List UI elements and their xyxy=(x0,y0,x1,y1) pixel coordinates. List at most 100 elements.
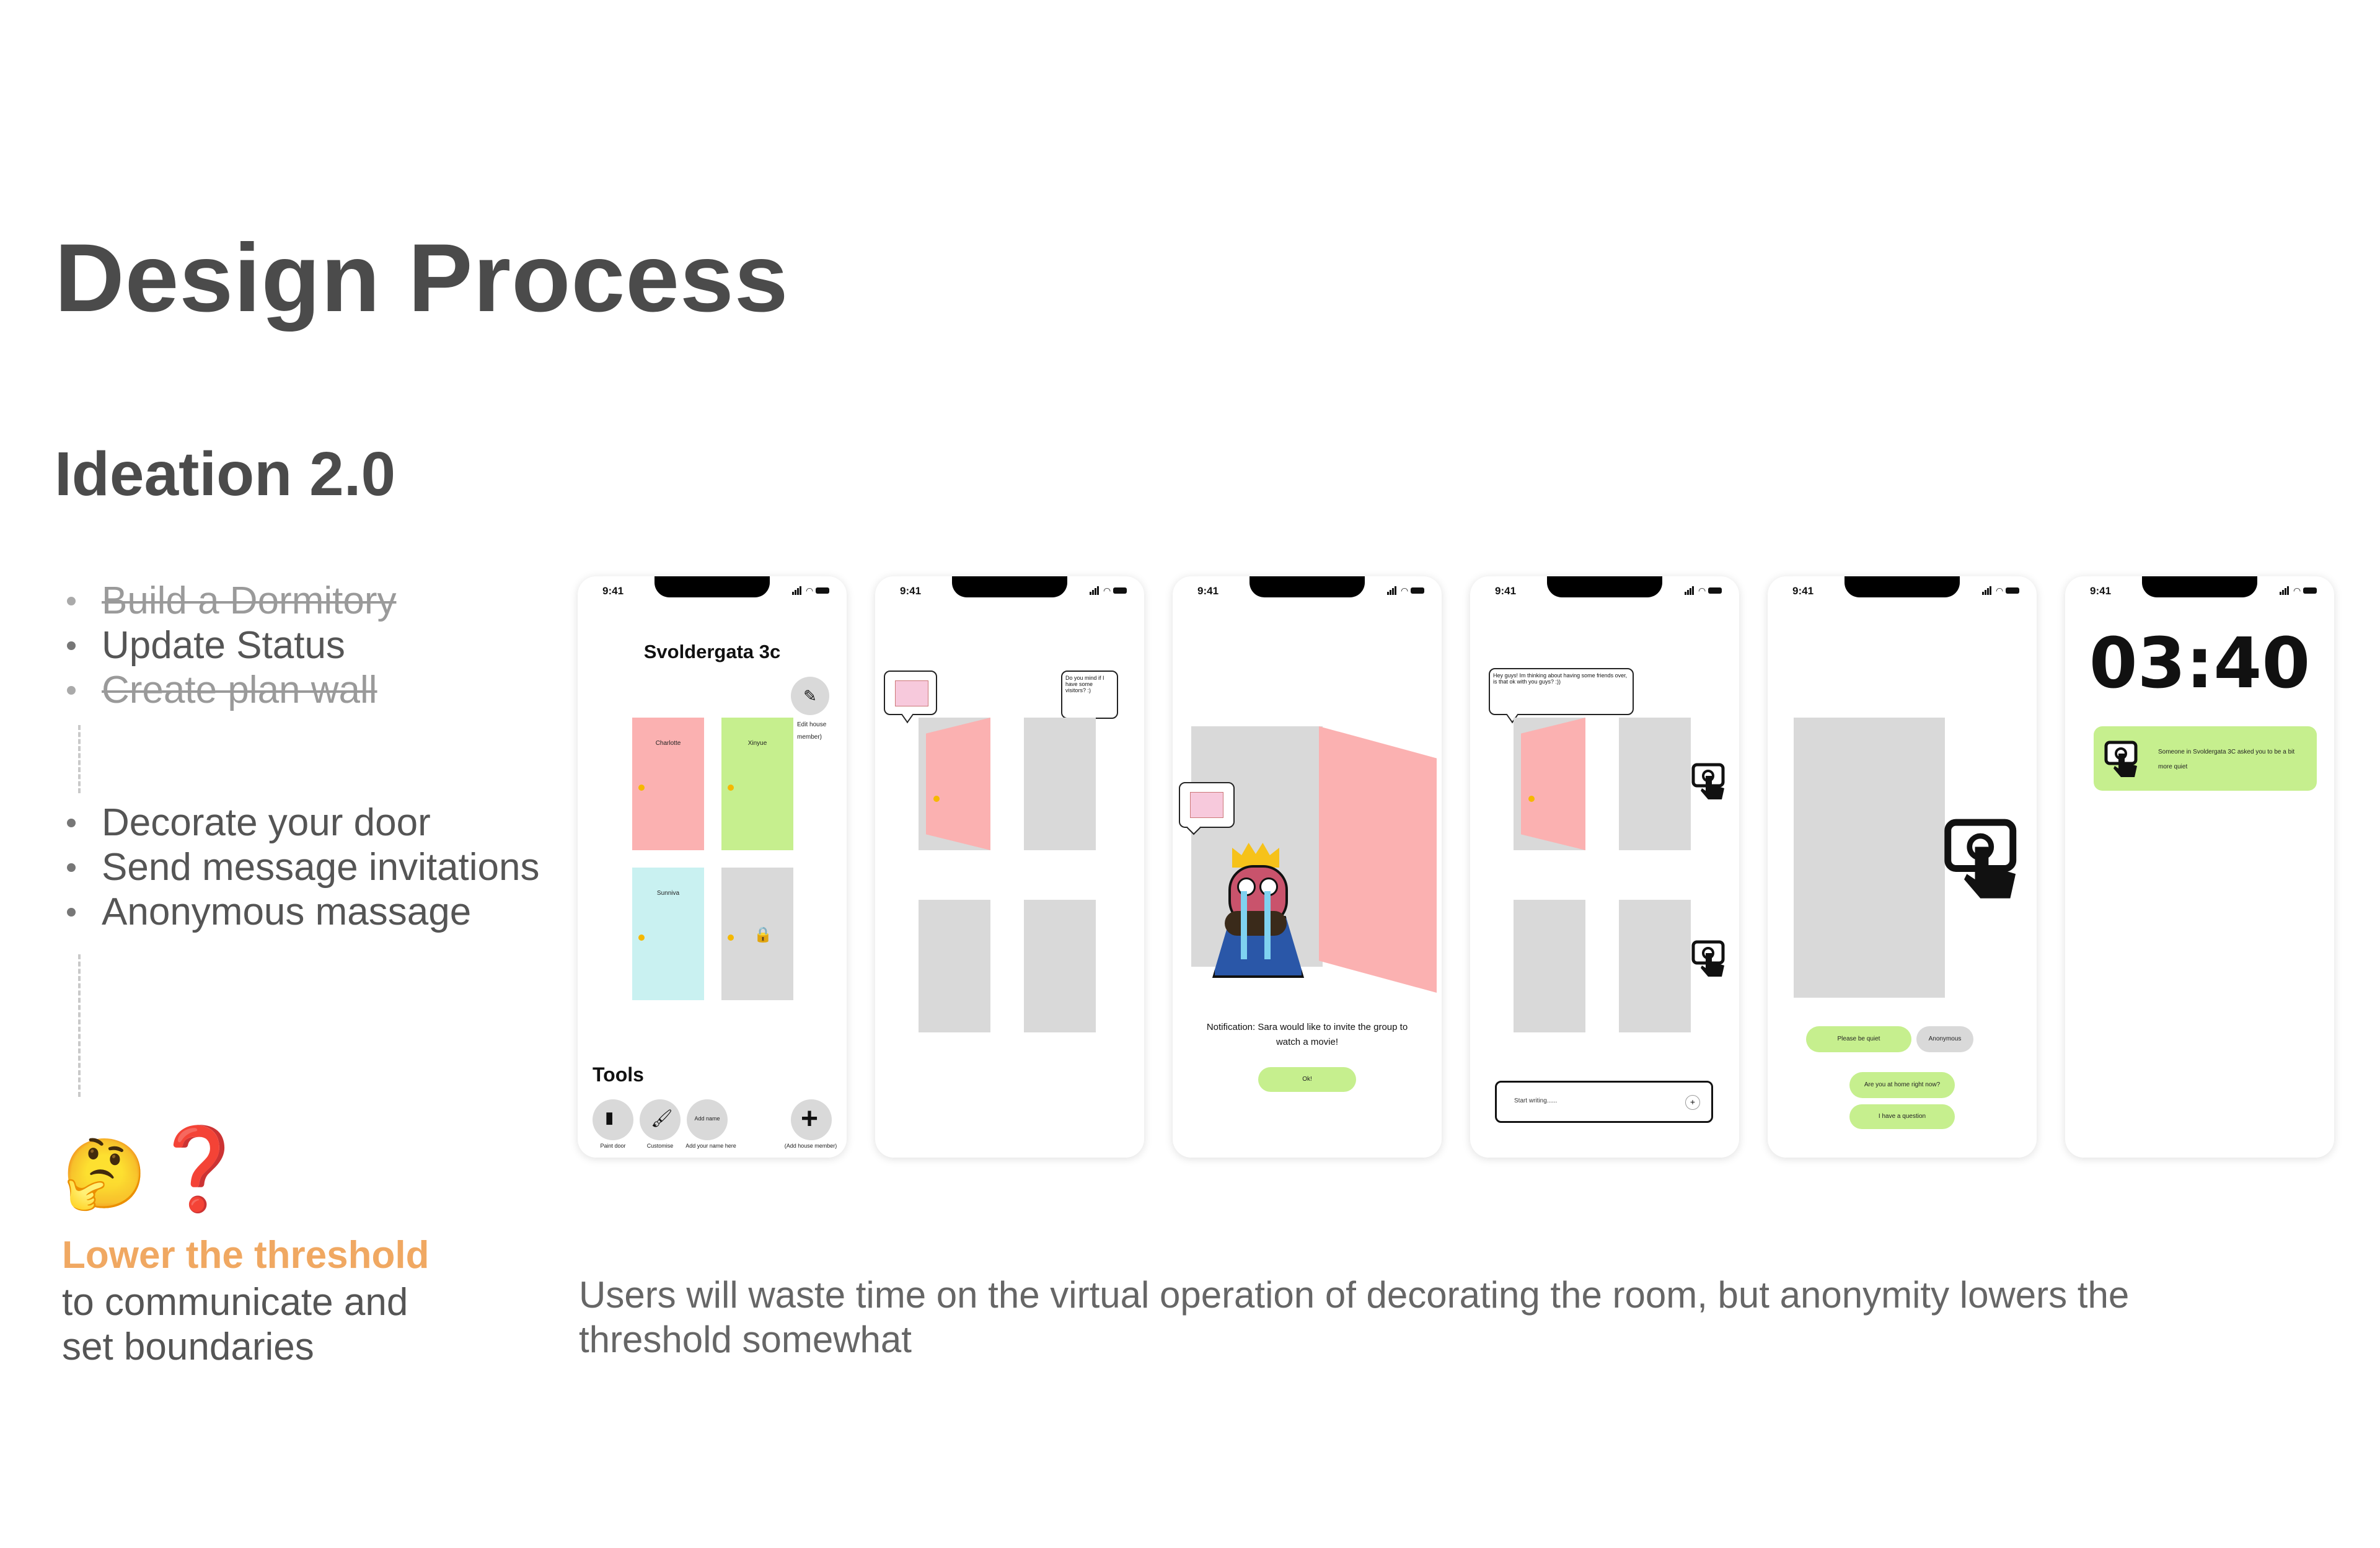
status-time: 9:41 xyxy=(900,585,922,597)
tool-label: (Add house member) xyxy=(784,1143,837,1149)
insight-highlight: Lower the threshold xyxy=(62,1234,430,1277)
crying-king-character-icon xyxy=(1206,843,1305,978)
open-door-large xyxy=(1319,726,1437,993)
visitor-request-bubble: Do you mind if I have some visitors? :) xyxy=(1061,671,1118,719)
add-name-button[interactable]: Add name xyxy=(687,1099,728,1140)
notification-text: Someone in Svoldergata 3C asked you to b… xyxy=(2158,749,2295,770)
door-knob xyxy=(728,935,734,941)
calendar-bubble xyxy=(884,671,937,715)
phone-notch xyxy=(952,576,1067,597)
phone-screen-house-overview: 9:41 ◠ Svoldergata 3c ✎ Edit house membe… xyxy=(578,576,847,1158)
bullet-decorate-door: Decorate your door xyxy=(67,798,431,845)
calendar-icon xyxy=(1190,792,1223,818)
door-knob xyxy=(728,785,734,791)
thinking-face-icon: 🤔 xyxy=(62,1136,147,1212)
insight-line: set boundaries xyxy=(62,1326,314,1368)
bullet-text: Anonymous massage xyxy=(102,891,472,934)
dashed-connector xyxy=(78,725,81,793)
status-time: 9:41 xyxy=(602,585,624,597)
edit-house-member-label: Edit house member) xyxy=(797,721,827,741)
ok-button[interactable]: Ok! xyxy=(1258,1067,1356,1092)
bullet-text: Decorate your door xyxy=(102,801,431,845)
door-knob xyxy=(638,785,645,791)
have-question-button[interactable]: I have a question xyxy=(1849,1104,1955,1129)
edit-pencil-icon[interactable]: ✎ xyxy=(791,677,829,715)
house-name: Svoldergata 3c xyxy=(643,641,781,662)
bullet-text: Update Status xyxy=(102,624,345,667)
open-door[interactable] xyxy=(926,718,990,850)
room-door-locked[interactable]: 🔒 xyxy=(721,868,793,1000)
input-placeholder: Start writing...... xyxy=(1514,1097,1558,1104)
tap-hand-icon[interactable] xyxy=(1691,761,1730,801)
status-time: 9:41 xyxy=(2090,585,2112,597)
door-knob xyxy=(933,796,940,802)
room-door[interactable] xyxy=(919,900,990,1032)
conclusion-text: Users will waste time on the virtual ope… xyxy=(579,1274,2130,1360)
quiet-request-notification[interactable]: Someone in Svoldergata 3C asked you to b… xyxy=(2094,726,2317,791)
tool-label: Customise xyxy=(646,1143,674,1149)
bullet-dot xyxy=(67,641,76,650)
tool-label: Paint door xyxy=(600,1143,626,1149)
invitation-notification: Notification: Sara would like to invite … xyxy=(1206,1022,1408,1047)
status-icons: ◠ xyxy=(1387,586,1424,595)
plus-icon: + xyxy=(801,1102,819,1135)
at-home-question-button[interactable]: Are you at home right now? xyxy=(1849,1072,1955,1098)
room-door-large[interactable] xyxy=(1794,718,1945,998)
room-door-charlotte[interactable]: Charlotte xyxy=(632,718,704,850)
paint-roller-icon: ▮ xyxy=(605,1108,614,1127)
door-knob xyxy=(638,935,645,941)
anonymous-toggle[interactable]: Anonymous xyxy=(1916,1026,1973,1052)
room-door[interactable] xyxy=(1024,718,1096,850)
bullet-text: Create plan wall xyxy=(102,669,377,712)
bullet-dot xyxy=(67,863,76,872)
message-bubble: Hey guys! Im thinking about having some … xyxy=(1489,668,1634,715)
phone-notch xyxy=(2142,576,2257,597)
status-icons: ◠ xyxy=(1685,586,1722,595)
status-time: 9:41 xyxy=(1197,585,1219,597)
tool-label: Add your name here xyxy=(685,1143,736,1149)
bullet-update-status: Update Status xyxy=(67,621,345,667)
insight-line: to communicate and xyxy=(62,1281,408,1324)
status-time: 9:41 xyxy=(1495,585,1517,597)
status-time: 9:41 xyxy=(1792,585,1814,597)
lock-screen-clock: 03:40 xyxy=(2089,623,2311,704)
room-door[interactable] xyxy=(1619,900,1691,1032)
phone-screen-lock-notification: 9:41 ◠ 03:40 Someone in Svoldergata 3C a… xyxy=(2065,576,2334,1158)
bullet-text: Send message invitations xyxy=(102,846,540,889)
calendar-icon xyxy=(895,680,928,706)
status-icons: ◠ xyxy=(792,586,829,595)
page-title: Design Process xyxy=(55,224,789,332)
room-name: Sunniva xyxy=(656,890,680,897)
customise-button[interactable]: 🖌 xyxy=(640,1099,681,1140)
phone-screen-visitor-request: 9:41 ◠ Do you mind if I have some visito… xyxy=(875,576,1144,1158)
tap-hand-icon[interactable] xyxy=(1942,814,2029,901)
room-door[interactable] xyxy=(1514,900,1585,1032)
paint-door-button[interactable]: ▮ xyxy=(593,1099,633,1140)
please-be-quiet-button[interactable]: Please be quiet xyxy=(1806,1026,1911,1052)
phone-screen-invitation: 9:41 ◠ Notification: Sara would like to … xyxy=(1173,576,1442,1158)
phone-notch xyxy=(1547,576,1662,597)
dashed-connector xyxy=(78,954,81,1097)
message-input[interactable]: Start writing...... + xyxy=(1495,1081,1713,1123)
bullet-build-dormitory: Build a Dormitory xyxy=(67,576,396,623)
bullet-dot xyxy=(67,685,76,695)
tap-hand-icon[interactable] xyxy=(1691,938,1730,978)
phone-notch xyxy=(1250,576,1365,597)
tools-title: Tools xyxy=(593,1063,644,1086)
phone-notch xyxy=(1844,576,1960,597)
open-door[interactable] xyxy=(1521,718,1585,850)
add-house-member-button[interactable]: + xyxy=(791,1099,832,1140)
send-button[interactable]: + xyxy=(1685,1095,1700,1110)
phone-notch xyxy=(654,576,770,597)
room-door[interactable] xyxy=(1619,718,1691,850)
calendar-bubble xyxy=(1179,782,1235,828)
room-door-sunniva[interactable]: Sunniva xyxy=(632,868,704,1000)
lock-icon: 🔒 xyxy=(754,926,772,943)
bullet-anonymous-message: Anonymous massage xyxy=(67,887,471,934)
room-door[interactable] xyxy=(1024,900,1096,1032)
phone-screen-message-compose: 9:41 ◠ Hey guys! Im thinking about havin… xyxy=(1470,576,1739,1158)
room-door-xinyue[interactable]: Xinyue xyxy=(721,718,793,850)
add-name-label: Add name xyxy=(694,1115,720,1122)
bullet-text: Build a Dormitory xyxy=(102,579,397,623)
bullet-dot xyxy=(67,907,76,917)
